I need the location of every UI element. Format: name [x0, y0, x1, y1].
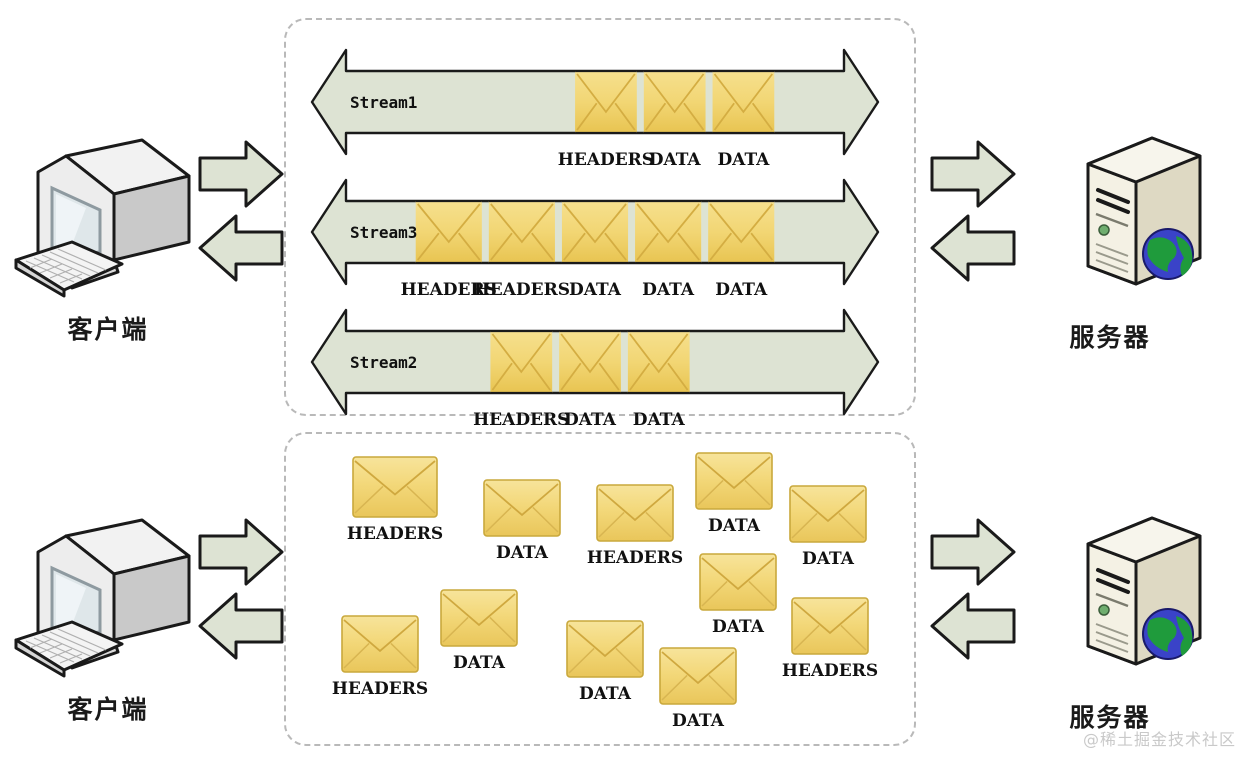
- envelope-icon: [352, 456, 438, 518]
- stream-frame-label: DATA: [564, 410, 616, 430]
- arrow-left-icon: [198, 214, 284, 282]
- arrow-right-icon: [930, 518, 1016, 586]
- top-server-arrows: [928, 140, 1018, 300]
- stream-frame-label: HEADERS: [473, 280, 571, 300]
- frame-envelope-label: DATA: [672, 711, 724, 731]
- envelope-icon: [699, 553, 777, 611]
- stream-frame-block: [488, 201, 555, 263]
- frame-envelope: [596, 484, 674, 547]
- stream-frame-block: [561, 201, 629, 263]
- top-client-arrows: [196, 140, 286, 300]
- envelope-icon: [789, 485, 867, 543]
- frame-envelope-label: DATA: [802, 549, 854, 569]
- server-tower-icon: [1086, 136, 1202, 286]
- stream-frame-label: DATA: [717, 150, 770, 170]
- stream-frame-block: [643, 71, 706, 133]
- frame-envelope: [699, 553, 777, 616]
- double-arrow-icon: [310, 178, 880, 286]
- envelope-icon: [341, 615, 419, 673]
- frame-envelope-label: HEADERS: [781, 661, 879, 681]
- bottom-client-label: 客户端: [67, 695, 149, 724]
- frame-envelope-label: DATA: [708, 516, 760, 536]
- stream-frame-block: [559, 331, 621, 393]
- double-arrow-icon: [310, 308, 880, 416]
- stream-frame-label: DATA: [632, 410, 685, 430]
- stream-frame-block: [712, 71, 775, 133]
- bottom-server-label: 服务器: [1069, 703, 1151, 732]
- frame-envelope: [789, 485, 867, 548]
- frame-envelope-label: DATA: [496, 543, 548, 563]
- top-server-endpoint: 服务器: [1010, 128, 1210, 378]
- bottom-client-arrows: [196, 518, 286, 678]
- watermark: @稀土掘金技术社区: [1082, 730, 1236, 749]
- stream-frame-label: HEADERS: [557, 150, 655, 170]
- arrow-right-icon: [198, 518, 284, 586]
- server-tower-icon: [1086, 516, 1202, 666]
- stream-frame-label: DATA: [715, 280, 768, 300]
- frame-envelope: [352, 456, 438, 523]
- bottom-server-endpoint: 服务器: [1010, 508, 1210, 758]
- arrow-right-icon: [930, 140, 1016, 208]
- stream-frame-block: [627, 331, 690, 393]
- stream-frame-block: [575, 71, 637, 133]
- frame-envelope: [659, 647, 737, 710]
- bottom-server-arrows: [928, 518, 1018, 678]
- top-client-label: 客户端: [67, 315, 149, 344]
- arrow-right-icon: [198, 140, 284, 208]
- stream-frame-label: HEADERS: [473, 410, 570, 430]
- keyboard-icon: [14, 240, 124, 298]
- stream-frame-label: DATA: [569, 280, 621, 300]
- top-server-label: 服务器: [1069, 323, 1151, 352]
- frame-envelope-label: HEADERS: [586, 548, 684, 568]
- top-client-endpoint: 客户端: [8, 128, 208, 378]
- frame-envelope-label: DATA: [712, 617, 764, 637]
- stream-frame-label: DATA: [642, 280, 695, 300]
- stream-label-stream1: Stream1: [350, 93, 418, 112]
- stream-label-stream2: Stream2: [350, 353, 418, 372]
- arrow-left-icon: [930, 214, 1016, 282]
- stream-frame-block: [490, 331, 553, 393]
- frame-envelope: [341, 615, 419, 678]
- globe-icon: [1142, 608, 1194, 660]
- stream-frame-block: [415, 201, 482, 263]
- stream-label-stream3: Stream3: [350, 223, 418, 242]
- frame-envelope-label: HEADERS: [331, 679, 429, 699]
- envelope-icon: [659, 647, 737, 705]
- frame-envelope: [440, 589, 518, 652]
- globe-icon: [1142, 228, 1194, 280]
- arrow-left-icon: [198, 592, 284, 660]
- frame-envelope: [483, 479, 561, 542]
- frame-envelope-label: HEADERS: [346, 524, 444, 544]
- frame-envelope-label: DATA: [579, 684, 631, 704]
- envelope-icon: [596, 484, 674, 542]
- arrow-left-icon: [930, 592, 1016, 660]
- envelope-icon: [566, 620, 644, 678]
- envelope-icon: [440, 589, 518, 647]
- double-arrow-icon: [310, 48, 880, 156]
- stream-frame-label: DATA: [648, 150, 701, 170]
- envelope-icon: [695, 452, 773, 510]
- frame-envelope: [791, 597, 869, 660]
- envelope-icon: [483, 479, 561, 537]
- frame-envelope-label: DATA: [453, 653, 505, 673]
- frame-envelope: [695, 452, 773, 515]
- stream-frame-block: [635, 201, 702, 263]
- stream-frame-label: HEADERS: [400, 280, 497, 300]
- stream-frame-block: [708, 201, 775, 263]
- keyboard-icon: [14, 620, 124, 678]
- frame-envelope: [566, 620, 644, 683]
- bottom-client-endpoint: 客户端: [8, 508, 208, 758]
- envelope-icon: [791, 597, 869, 655]
